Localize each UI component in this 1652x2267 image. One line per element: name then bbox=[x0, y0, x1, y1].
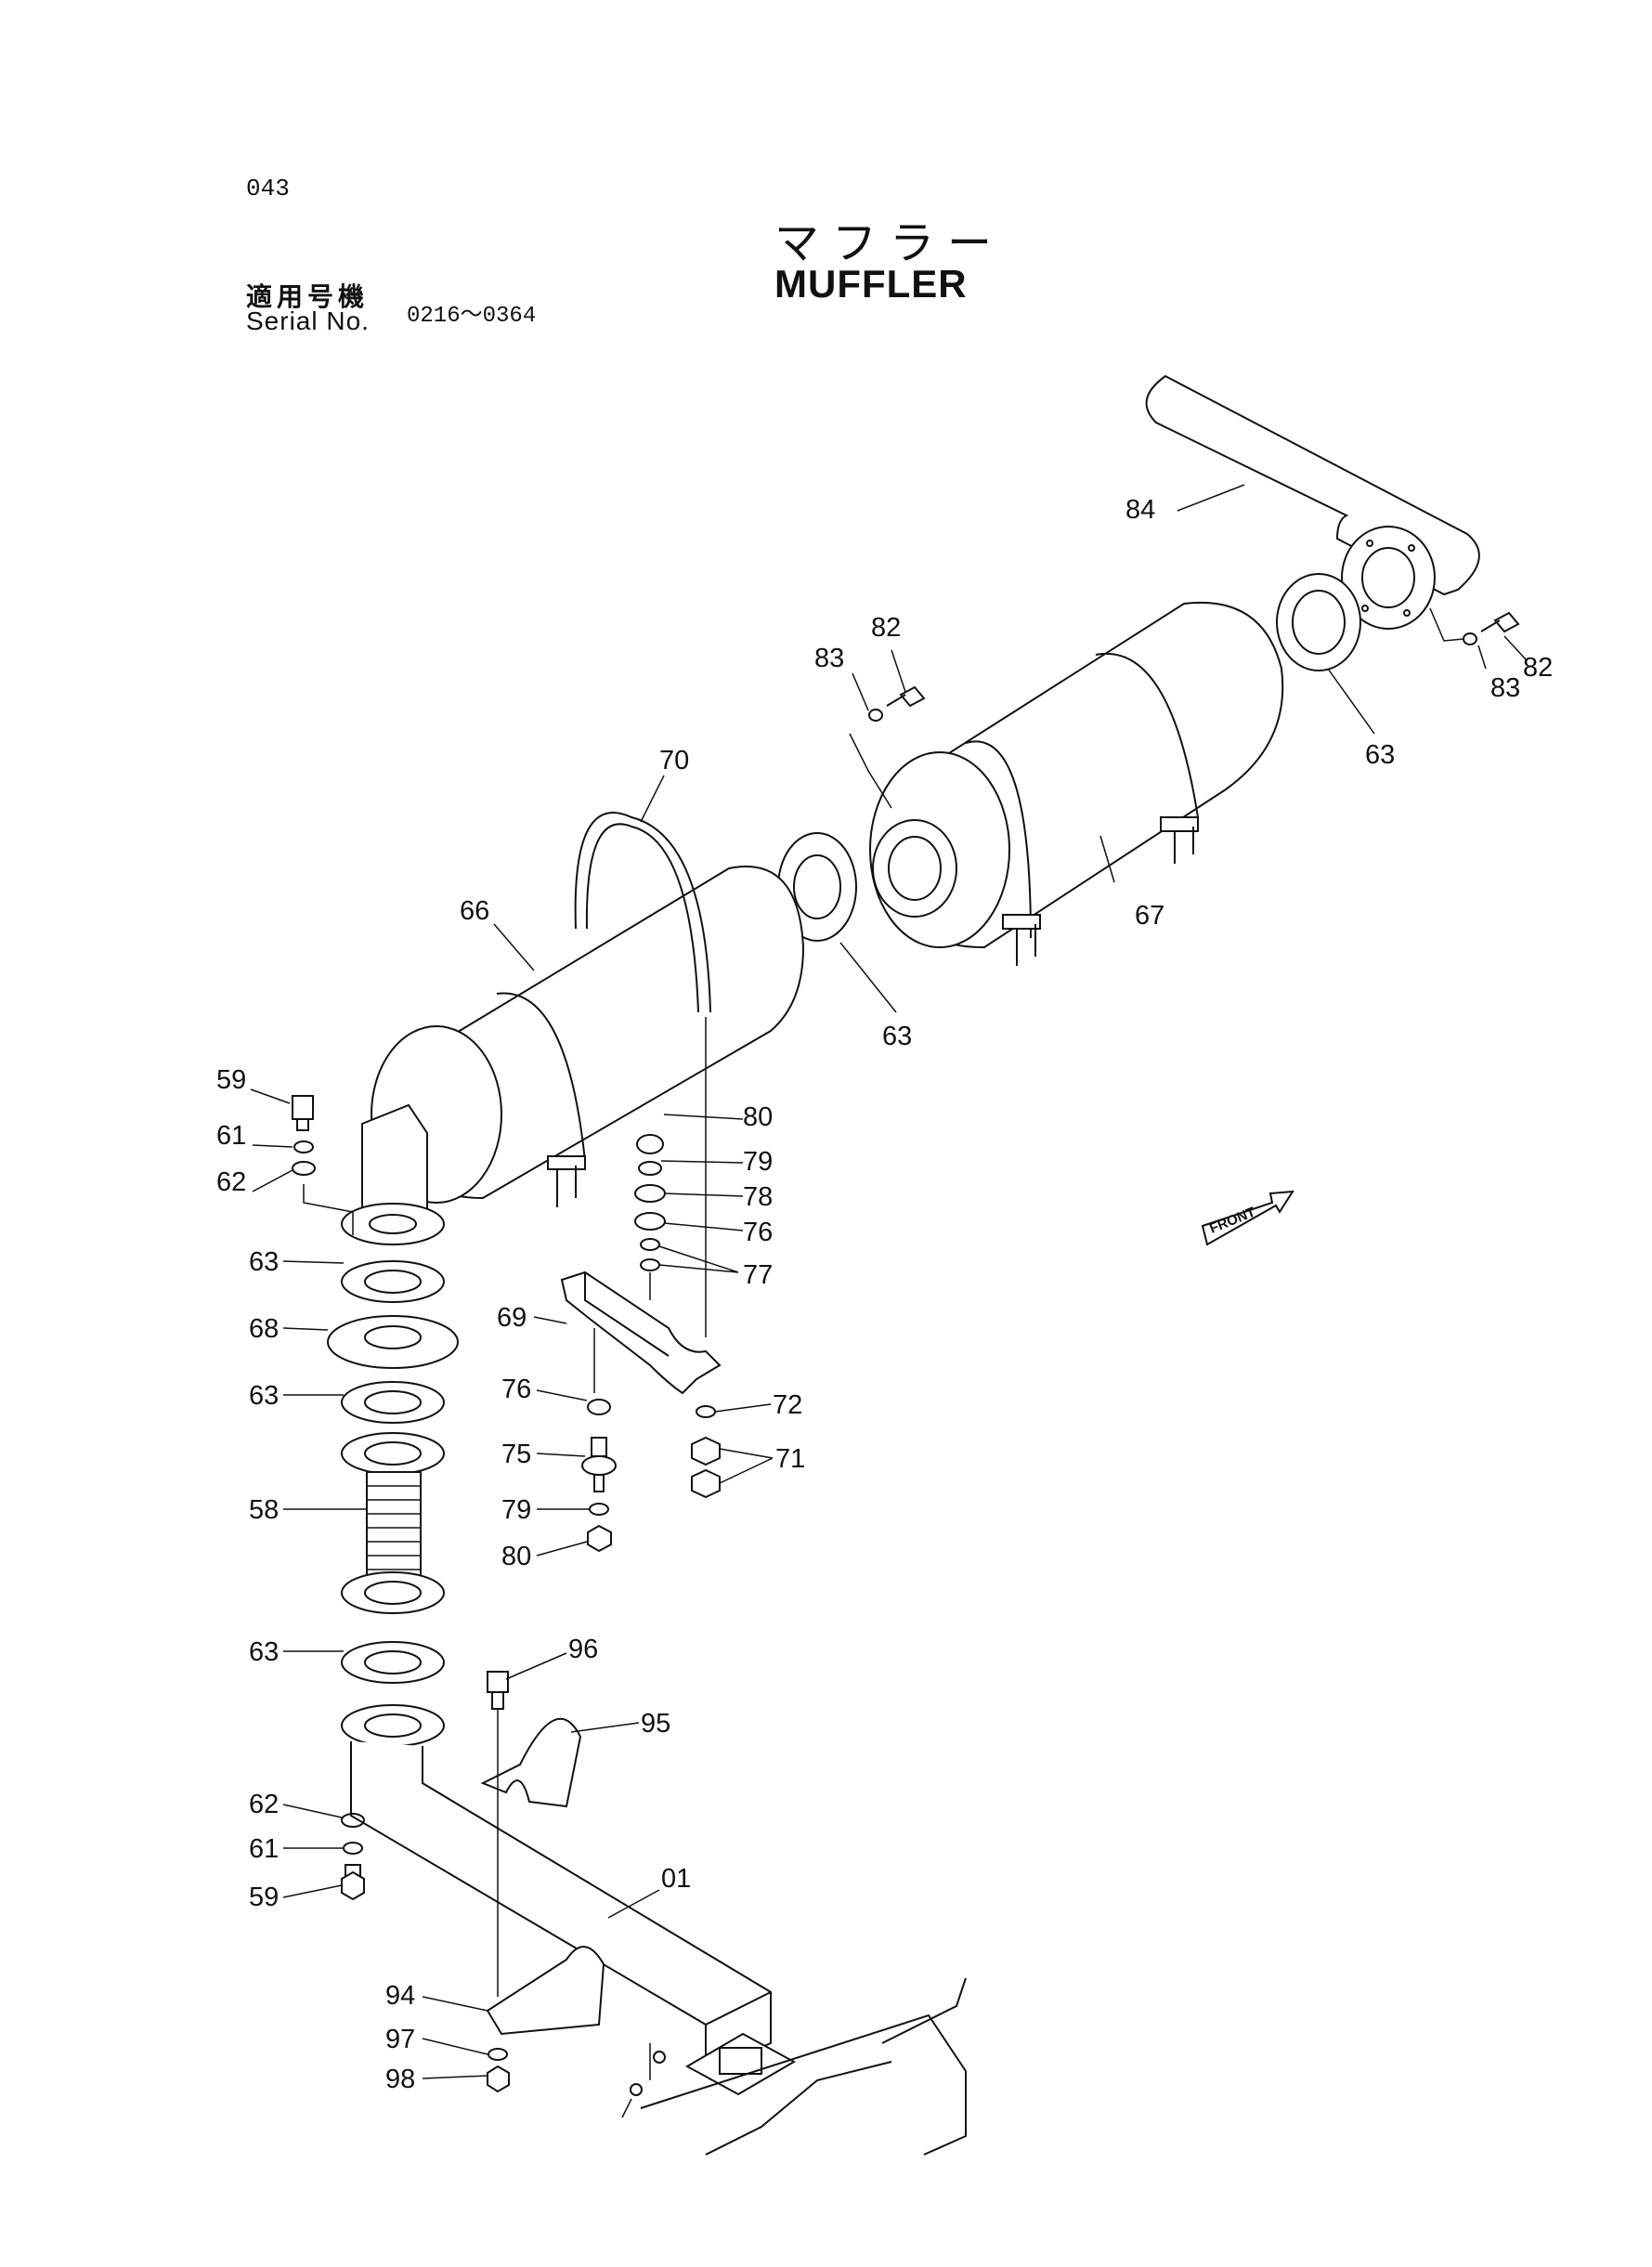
label-94: 94 bbox=[385, 1981, 415, 2011]
label-59: 59 bbox=[249, 1883, 279, 1912]
label-67: 67 bbox=[1135, 901, 1164, 931]
serial-label-english: Serial No. bbox=[246, 306, 370, 335]
page-number: 043 bbox=[246, 175, 290, 202]
bolt-82-middle bbox=[849, 685, 926, 809]
label-63: 63 bbox=[249, 1247, 279, 1277]
label-95: 95 bbox=[641, 1709, 670, 1739]
label-63: 63 bbox=[1365, 740, 1395, 770]
bolt-59-bottom bbox=[341, 1813, 365, 1901]
muffler-66 bbox=[361, 866, 805, 1231]
label-63: 63 bbox=[249, 1637, 279, 1667]
leader-lines bbox=[250, 484, 1527, 2079]
label-83: 83 bbox=[814, 644, 844, 673]
label-76: 76 bbox=[743, 1218, 773, 1247]
label-83: 83 bbox=[1490, 673, 1520, 703]
label-69: 69 bbox=[497, 1303, 527, 1333]
label-97: 97 bbox=[385, 2025, 415, 2054]
label-63: 63 bbox=[249, 1381, 279, 1411]
u-bolt-70 bbox=[574, 812, 711, 1337]
machine-frame bbox=[621, 1977, 967, 2156]
label-78: 78 bbox=[743, 1182, 773, 1212]
bracket-94 bbox=[486, 1946, 605, 2093]
front-arrow-icon: FRONT bbox=[1201, 1190, 1294, 1246]
label-84: 84 bbox=[1125, 495, 1155, 525]
clamp-95 bbox=[480, 1671, 582, 1997]
label-58: 58 bbox=[249, 1495, 279, 1525]
bracket-69 bbox=[560, 1270, 722, 1395]
gasket-63-top-right bbox=[1276, 573, 1361, 671]
front-label: FRONT bbox=[1207, 1205, 1257, 1237]
nuts-71-72 bbox=[691, 1405, 721, 1499]
label-59: 59 bbox=[216, 1065, 246, 1095]
label-68: 68 bbox=[249, 1314, 279, 1344]
isolator-75 bbox=[581, 1399, 617, 1553]
label-61: 61 bbox=[216, 1121, 246, 1151]
tailpipe-84 bbox=[1145, 374, 1480, 630]
label-79: 79 bbox=[743, 1147, 773, 1177]
flange-stack-left bbox=[327, 1203, 459, 1747]
label-82: 82 bbox=[1523, 653, 1553, 683]
bolt-59-top bbox=[292, 1095, 354, 1235]
label-62: 62 bbox=[249, 1790, 279, 1819]
serial-range: 0216～0364 bbox=[407, 304, 537, 329]
label-72: 72 bbox=[773, 1390, 802, 1420]
label-82: 82 bbox=[871, 613, 901, 643]
label-80: 80 bbox=[743, 1102, 773, 1132]
label-63: 63 bbox=[882, 1022, 912, 1051]
label-61: 61 bbox=[249, 1834, 279, 1864]
label-77: 77 bbox=[743, 1260, 773, 1290]
muffler-67 bbox=[869, 601, 1284, 966]
serial-label-japanese: 適用号機 bbox=[246, 281, 370, 312]
bolt-82-right bbox=[1429, 607, 1520, 645]
title-english: MUFFLER bbox=[774, 262, 968, 306]
label-76: 76 bbox=[501, 1375, 531, 1404]
label-98: 98 bbox=[385, 2065, 415, 2094]
label-71: 71 bbox=[775, 1444, 805, 1474]
exhaust-pipe-01 bbox=[350, 1741, 797, 2096]
label-01: 01 bbox=[661, 1864, 691, 1894]
label-66: 66 bbox=[460, 896, 489, 926]
callout-labels: 84 82 83 82 83 63 70 66 67 63 59 61 62 8… bbox=[216, 495, 1553, 2094]
washer-stack-right bbox=[593, 1134, 666, 1393]
label-70: 70 bbox=[659, 746, 689, 775]
label-75: 75 bbox=[501, 1440, 531, 1469]
label-79: 79 bbox=[501, 1495, 531, 1525]
label-62: 62 bbox=[216, 1167, 246, 1197]
label-96: 96 bbox=[568, 1635, 598, 1664]
title-japanese: マフラー bbox=[774, 217, 1006, 269]
label-80: 80 bbox=[501, 1542, 531, 1571]
